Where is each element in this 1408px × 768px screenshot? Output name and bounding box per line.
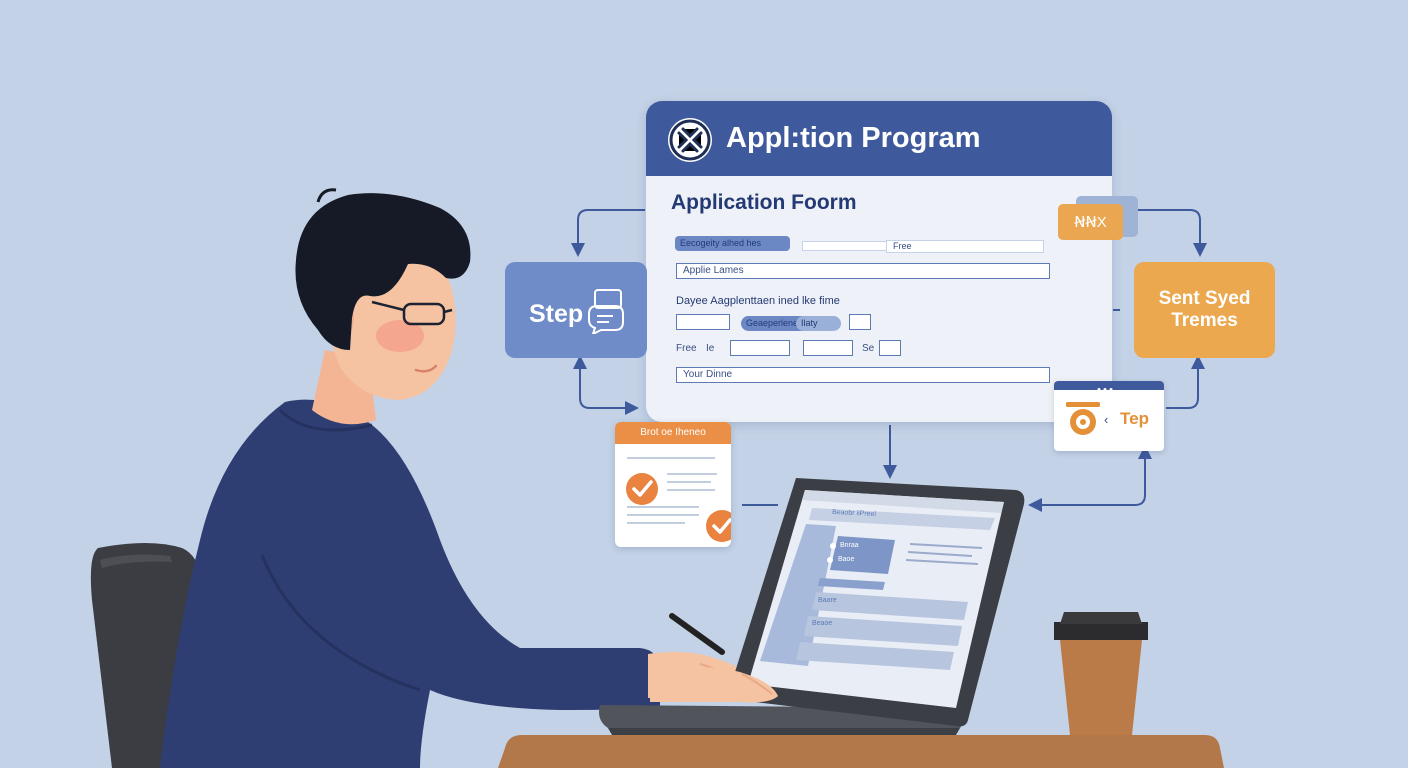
checklist-title: Brot oe Iheneo <box>640 427 706 438</box>
arrow-step-to-form <box>573 355 639 415</box>
hair <box>295 193 471 350</box>
window-header: Appl:tion Program <box>646 101 1112 176</box>
short-field-3[interactable] <box>730 340 790 356</box>
form-title: Application Foorm <box>671 191 857 214</box>
app-logo-icon <box>668 118 712 162</box>
se-label: Se <box>862 343 875 354</box>
arrow-orange-to-tep <box>1166 355 1205 409</box>
free-field[interactable]: Free <box>886 240 1044 253</box>
document-tag-card[interactable]: ꞤꞤX <box>1058 204 1123 240</box>
tep-window-bar <box>1054 381 1164 391</box>
pen-icon <box>669 613 725 655</box>
coffee-cup-icon <box>1054 612 1148 735</box>
document-tag-text: ꞤꞤX <box>1074 214 1107 231</box>
short-field-4[interactable] <box>803 340 853 356</box>
ie-label: Ie <box>706 343 715 354</box>
tep-arrow-glyph: ‹ <box>1104 412 1109 427</box>
spool-icon <box>1066 402 1100 435</box>
laptop-row-1: Baare <box>818 597 837 604</box>
laptop-item-2: Baoe <box>838 556 855 563</box>
arrow-form-to-step <box>571 209 645 257</box>
step-card[interactable]: Step <box>505 262 647 358</box>
chat-bubble-icon <box>588 289 624 334</box>
sent-card[interactable]: Sent Syed Tremes <box>1134 262 1275 358</box>
sweater <box>160 399 660 768</box>
your-name-field[interactable]: Your Dinne <box>676 367 1050 383</box>
glasses-icon <box>371 300 453 326</box>
sent-label-line2: Tremes <box>1171 310 1238 331</box>
short-field-1[interactable] <box>676 314 730 330</box>
short-field-2[interactable] <box>849 314 871 330</box>
tep-label: Tep <box>1120 409 1149 428</box>
option-pill-2[interactable]: Ilaty <box>796 316 841 331</box>
checklist-header: Brot oe Iheneo <box>615 422 731 444</box>
check-circle-small-icon <box>704 508 731 544</box>
sent-label-line1: Sent Syed <box>1158 288 1251 309</box>
tep-window[interactable]: ‹ Tep <box>1054 381 1164 451</box>
application-window: Appl:tion Program Application Foorm Eeco… <box>646 101 1112 422</box>
laptop <box>729 478 1025 727</box>
desk <box>498 735 1224 768</box>
short-field-5[interactable] <box>879 340 901 356</box>
question-label: Dayee Aagplenttaen ined lke fime <box>676 295 840 307</box>
arrow-tep-to-laptop <box>1028 445 1152 512</box>
arrow-doc-to-orange <box>1138 209 1207 257</box>
step-label: Step <box>529 300 584 328</box>
laptop-item-1: Bnraa <box>840 542 859 549</box>
laptop-row-2: Beaoe <box>812 620 833 627</box>
free-label: Free <box>676 343 697 354</box>
app-title: Appl:tion Program <box>726 122 981 154</box>
checklist-card[interactable]: Brot oe Iheneo <box>615 422 731 547</box>
category-pill[interactable]: Eecogeity alhed hes <box>675 236 790 251</box>
checklist-content <box>626 457 717 524</box>
applie-lames-field[interactable]: Applie Lames <box>676 263 1050 279</box>
